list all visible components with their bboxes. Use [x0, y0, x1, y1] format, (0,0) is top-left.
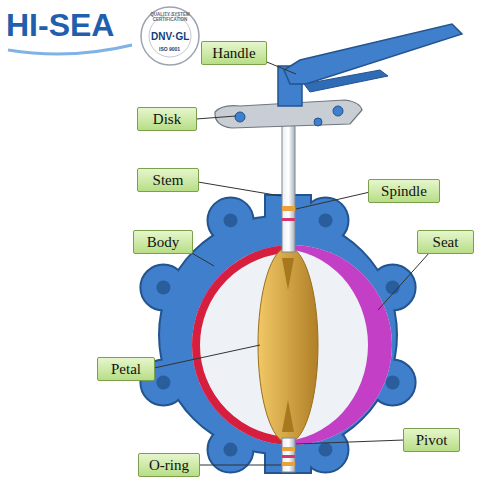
leader-lines-part [296, 192, 370, 209]
body-outline-part [304, 198, 348, 242]
spindle-band [282, 206, 295, 211]
body-outline-part [160, 217, 396, 453]
leader-lines-part [200, 465, 281, 466]
plate-bolts [235, 106, 343, 126]
leader-lines-part [190, 252, 214, 266]
bolt-holes-part [224, 213, 238, 227]
part-name: Spindle [378, 182, 430, 200]
part-name: Seat [427, 233, 464, 251]
body-outline-part [141, 266, 185, 310]
bolt-holes-part [156, 376, 170, 390]
pivot-shaft [282, 438, 295, 472]
certification-badge [141, 7, 199, 65]
bolt-holes-part [319, 443, 333, 457]
part-label-box: Disk [137, 107, 197, 131]
part-name: Handle [211, 44, 257, 62]
part-label-box: Pivot [403, 428, 460, 452]
part-label-box: Handle [201, 41, 267, 65]
part-label-box: Stem [137, 168, 199, 192]
part-name: Disk [147, 110, 187, 128]
o-ring-band [282, 462, 295, 466]
badge-mark: DNV·GL [151, 31, 189, 42]
part-name: Body [143, 233, 183, 251]
brand-logo: HI-SEA [6, 8, 114, 43]
bolt-holes-part [386, 376, 400, 390]
valve-opening [192, 245, 392, 445]
pivot-band [282, 447, 295, 451]
badge-text: QUALITY SYSTEM CERTIFICATION [150, 13, 190, 23]
leader-lines-part [378, 252, 430, 310]
part-label-box: Body [133, 230, 193, 254]
part-label-box: Spindle [368, 179, 440, 203]
bolt-holes-part [224, 443, 238, 457]
part-label-box: O-ring [138, 453, 200, 477]
part-name: Stem [147, 171, 189, 189]
petal-hub [282, 258, 294, 290]
body-outline-part [209, 198, 253, 242]
leader-lines-part [196, 116, 236, 119]
leader-lines-part [198, 182, 281, 196]
body-fill-part [141, 266, 185, 310]
part-label-box: Petal [97, 357, 155, 381]
handle-trigger [304, 70, 388, 92]
body-fill-part [209, 198, 253, 242]
leader-lines-part [262, 60, 296, 74]
logo-swoosh [8, 45, 132, 54]
part-name: Pivot [413, 431, 450, 449]
pivot-band [282, 455, 295, 458]
part-name: O-ring [148, 456, 190, 474]
spindle-band [282, 218, 295, 221]
bolt-holes-part [386, 281, 400, 295]
bolt-holes-part [156, 281, 170, 295]
leader-lines-part [296, 440, 404, 444]
body-fill-part [304, 198, 348, 242]
part-name: Petal [107, 360, 145, 378]
certification-badge-part [141, 7, 199, 65]
leader-lines-part [154, 345, 260, 368]
petal-disc [258, 247, 318, 443]
plate-bolts-part [235, 112, 245, 122]
body-fill-part [160, 217, 396, 453]
plate-bolts-part [333, 106, 343, 116]
part-label-box: Seat [417, 230, 474, 254]
seat-ring [192, 245, 392, 445]
plate-bolts-part [314, 118, 322, 126]
badge-standard: ISO 9001 [159, 47, 180, 53]
petal-hub [282, 400, 294, 432]
bolt-holes-part [319, 213, 333, 227]
